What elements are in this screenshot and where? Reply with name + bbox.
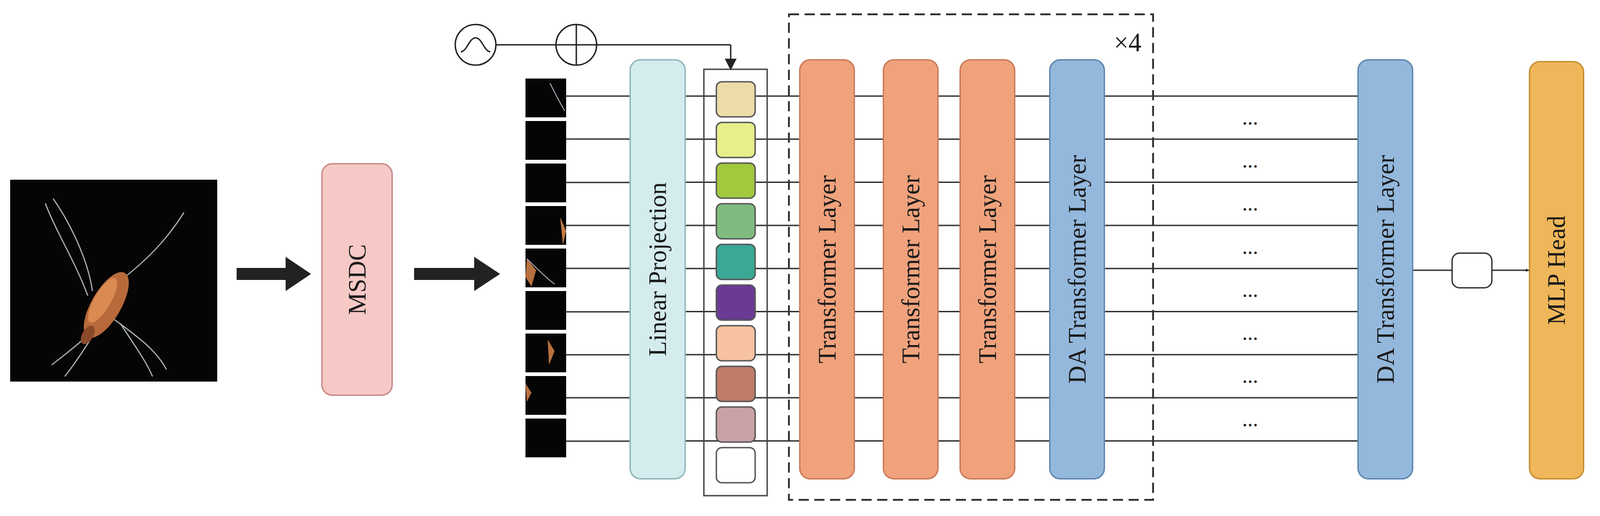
- da-transformer-layer-box: DA Transformer Layer: [1357, 59, 1414, 480]
- ellipsis: ...: [1239, 150, 1262, 172]
- node-label: Transformer Layer: [975, 175, 1001, 364]
- node-label: MSDC: [344, 244, 370, 315]
- ellipsis: ...: [1239, 322, 1262, 344]
- da-transformer-layer-box: DA Transformer Layer: [1049, 59, 1106, 480]
- repeat-bracket: [788, 14, 1154, 501]
- ellipsis: ...: [1239, 236, 1262, 258]
- node-label: Linear Projection: [645, 182, 671, 357]
- flow-arrow: [414, 256, 501, 292]
- transformer-layer-box: Transformer Layer: [799, 59, 855, 480]
- token-lines: [938, 96, 960, 441]
- position-embedding-symbols: [455, 24, 731, 70]
- ellipsis: ...: [1239, 107, 1262, 129]
- transformer-layer-box: Transformer Layer: [959, 59, 1016, 480]
- projection-box: Linear Projection: [629, 59, 686, 480]
- token-lines: [685, 96, 800, 441]
- node-label: Transformer Layer: [898, 175, 924, 364]
- ellipsis: ...: [1239, 279, 1262, 301]
- embedding-tokens: [703, 69, 768, 496]
- node-label: Transformer Layer: [814, 175, 840, 364]
- mlp-head-box: MLP Head: [1528, 61, 1585, 480]
- input-image: [10, 179, 218, 382]
- transformer-layer-box: Transformer Layer: [882, 59, 939, 480]
- flow-arrow: [236, 256, 312, 292]
- node-label: MLP Head: [1544, 215, 1570, 325]
- repeat-count: ×4: [1113, 29, 1142, 56]
- msdc-box: MSDC: [321, 163, 393, 397]
- token-lines: [1105, 96, 1358, 441]
- image-patch: [525, 78, 567, 458]
- node-label: DA Transformer Layer: [1373, 155, 1399, 385]
- ellipsis: ...: [1239, 365, 1262, 387]
- ellipsis: ...: [1239, 409, 1262, 431]
- token-lines: [854, 96, 883, 441]
- node-label: DA Transformer Layer: [1064, 155, 1090, 385]
- ellipsis: ...: [1239, 193, 1262, 215]
- class-token-box: [1452, 253, 1492, 288]
- token-lines: [1015, 96, 1050, 441]
